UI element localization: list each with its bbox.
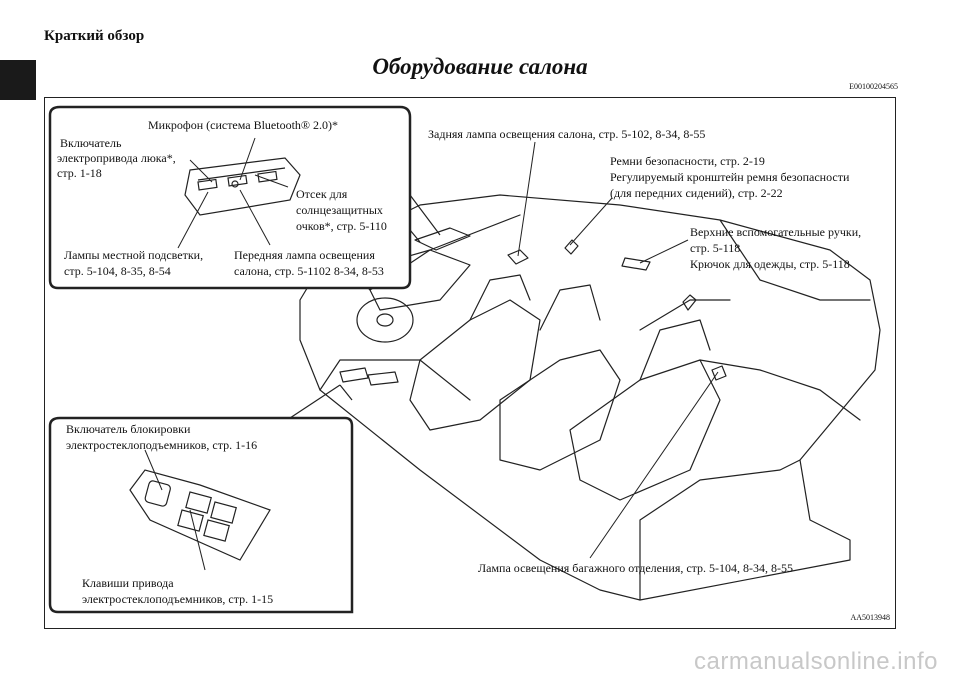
label-grips-line1: Верхние вспомогательные ручки, xyxy=(690,225,862,239)
label-lock-switch-line1: Включатель блокировки xyxy=(66,422,191,436)
overhead-console-drawing xyxy=(184,157,301,216)
label-belts-line3: (для передних сидений), стр. 2-22 xyxy=(610,186,783,200)
label-rear-lamp: Задняя лампа освещения салона, стр. 5-10… xyxy=(428,127,706,141)
label-sunroof-switch-line3: стр. 1-18 xyxy=(57,166,102,180)
label-sunroof-switch-line2: электропривода люка*, xyxy=(57,151,176,165)
label-map-lamps-line2: стр. 5-104, 8-35, 8-54 xyxy=(64,264,171,278)
label-front-lamp-line2: салона, стр. 5-1102 8-34, 8-53 xyxy=(234,264,384,278)
watermark: carmanualsonline.info xyxy=(694,648,938,675)
label-window-keys-line1: Клавиши привода xyxy=(82,576,174,590)
label-glasses-line3: очков*, стр. 5-110 xyxy=(296,219,387,233)
window-switch-panel-drawing xyxy=(129,469,271,561)
label-map-lamps-line1: Лампы местной подсветки, xyxy=(64,248,204,262)
label-belts-line1: Ремни безопасности, стр. 2-19 xyxy=(610,154,765,168)
label-sunroof-switch-line1: Включатель xyxy=(60,136,122,150)
front-seat-right xyxy=(499,349,621,471)
label-window-keys-line2: электростеклоподъемников, стр. 1-15 xyxy=(82,592,274,606)
label-lock-switch-line2: электростеклоподъемников, стр. 1-16 xyxy=(66,438,258,452)
rear-seat xyxy=(569,359,721,501)
label-belts-line2: Регулируемый кронштейн ремня безопасност… xyxy=(610,170,850,184)
figure-frame xyxy=(44,97,896,629)
document-code: E00100204565 xyxy=(849,82,898,91)
label-cargo-lamp: Лампа освещения багажного отделения, стр… xyxy=(478,561,794,575)
section-title: Краткий обзор xyxy=(44,28,145,44)
front-seat-left xyxy=(409,299,541,431)
label-glasses-line2: солнцезащитных xyxy=(296,203,383,217)
overhead-console-callout xyxy=(48,105,412,290)
label-microphone: Микрофон (система Bluetooth® 2.0)* xyxy=(148,118,339,132)
page-title: Оборудование салона xyxy=(372,54,588,79)
section-tab-marker xyxy=(0,60,36,100)
figure-code: AA5013948 xyxy=(850,613,890,622)
label-front-lamp-line1: Передняя лампа освещения xyxy=(234,248,375,262)
label-glasses-line1: Отсек для xyxy=(296,187,348,201)
label-grips-line2: стр. 5-118 xyxy=(690,241,741,255)
label-grips-line3: Крючок для одежды, стр. 5-118 xyxy=(690,257,850,271)
